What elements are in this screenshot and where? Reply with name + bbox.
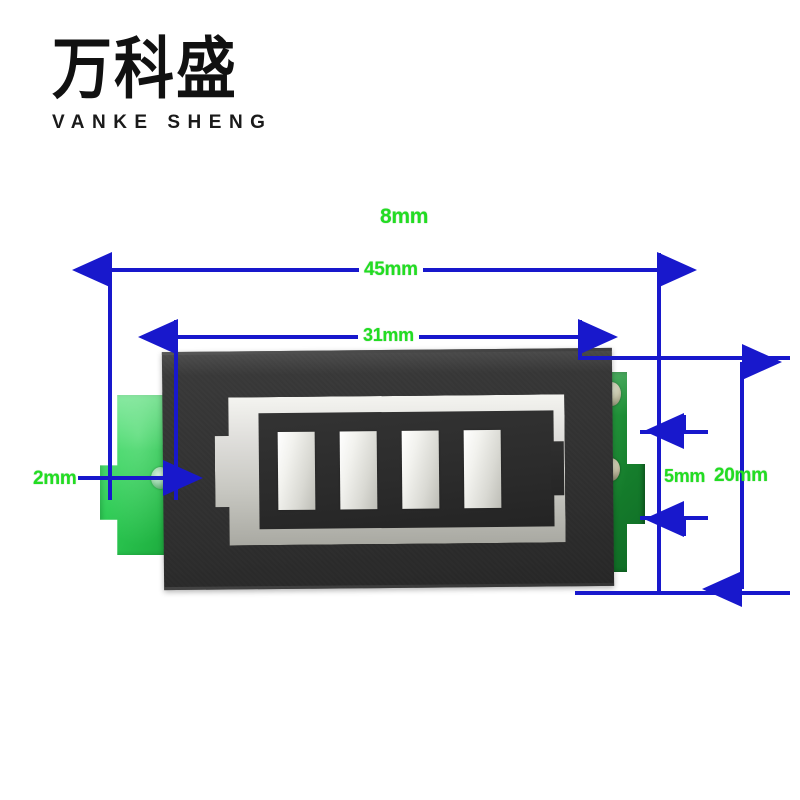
battery-terminal-nub — [551, 441, 565, 495]
dimension-label-45mm: 45mm — [359, 259, 423, 281]
dimension-label-5mm: 5mm — [664, 466, 706, 486]
battery-segment — [339, 431, 378, 510]
dimension-label-20mm: 20mm — [714, 465, 768, 486]
dimension-label-8mm: 8mm — [380, 205, 429, 228]
brand-logo: 万科盛 VANKE SHENG — [52, 34, 302, 134]
battery-segment — [277, 432, 316, 510]
dimension-label-31mm: 31mm — [358, 325, 419, 346]
dimension-label-2mm: 2mm — [33, 468, 77, 489]
battery-window — [258, 410, 565, 529]
panel-bottom-edge — [164, 582, 615, 591]
battery-segment — [463, 430, 502, 508]
faceplate-panel — [161, 347, 615, 591]
logo-latin-text: VANKE SHENG — [52, 112, 273, 133]
logo-chinese-text: 万科盛 — [52, 30, 238, 110]
battery-icon — [214, 394, 565, 545]
panel-top-edge — [161, 347, 612, 356]
battery-segment — [401, 430, 440, 509]
